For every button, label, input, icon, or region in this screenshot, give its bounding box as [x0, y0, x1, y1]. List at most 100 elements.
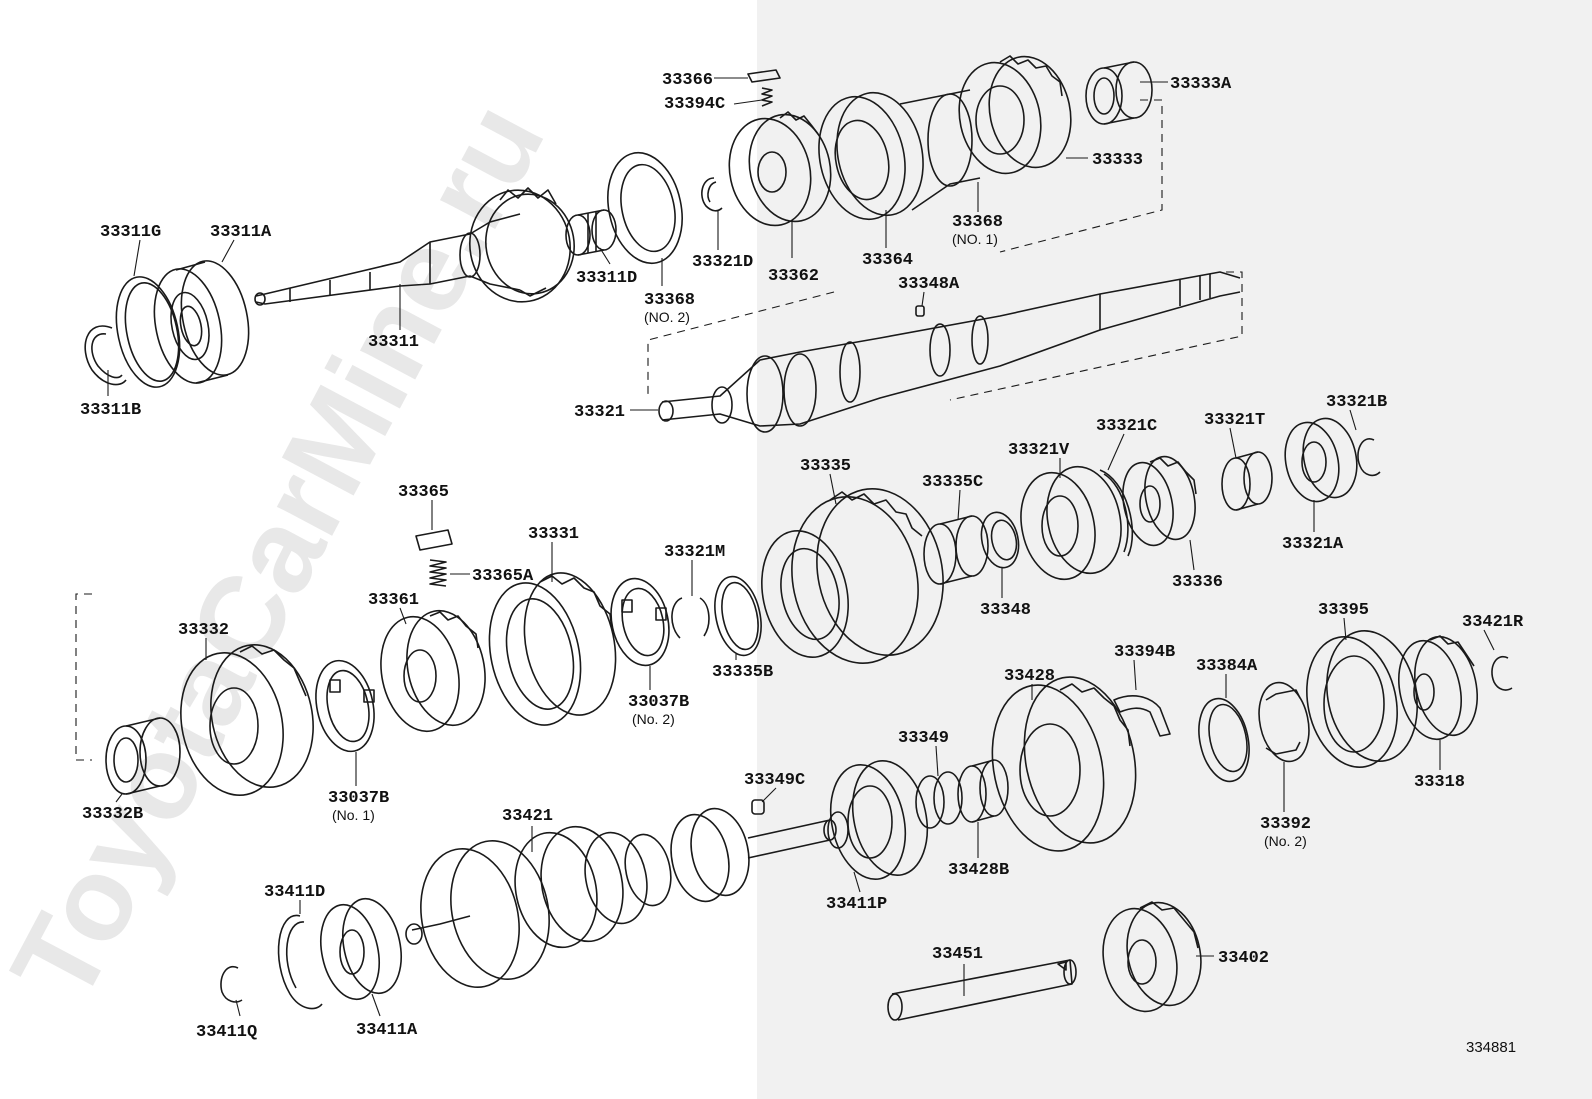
label-33394B: 33394B [1114, 643, 1175, 662]
part-33321B-snap-ring[interactable] [1357, 438, 1381, 477]
label-33395: 33395 [1318, 601, 1369, 620]
part-33349C-ball[interactable] [751, 799, 765, 815]
part-33321M-snap-ring[interactable] [671, 597, 710, 639]
label-33392-sub: (No. 2) [1264, 833, 1307, 849]
label-33384A: 33384A [1196, 657, 1258, 676]
part-33037B-no1-synchro-ring[interactable] [308, 655, 382, 757]
label-33365A: 33365A [472, 567, 534, 586]
part-33428B-needle-bearing[interactable] [915, 759, 1009, 829]
label-33411P: 33411P [826, 895, 887, 914]
part-33321C-snap-ring[interactable] [1099, 469, 1134, 557]
label-33348A: 33348A [898, 275, 960, 294]
label-33348: 33348 [980, 601, 1031, 620]
part-33421R-snap-ring[interactable] [1491, 655, 1513, 691]
label-33336: 33336 [1172, 573, 1223, 592]
part-33335-gear[interactable] [751, 477, 958, 675]
label-33311A: 33311A [210, 223, 272, 242]
label-33428: 33428 [1004, 667, 1055, 686]
part-33321T-spacer[interactable] [1221, 451, 1273, 511]
part-33321-output-shaft[interactable] [658, 271, 1241, 433]
label-33365: 33365 [398, 483, 449, 502]
label-33368-no2: 33368 [644, 291, 695, 310]
part-33348A-ball[interactable] [915, 305, 925, 317]
part-33333-gear[interactable] [949, 49, 1081, 181]
part-33311G-ring[interactable] [107, 271, 189, 393]
label-33411Q: 33411Q [196, 1023, 257, 1042]
label-33311G: 33311G [100, 223, 161, 242]
label-33321B: 33321B [1326, 393, 1387, 412]
label-33037B-no1: 33037B [328, 789, 389, 808]
label-33366: 33366 [662, 71, 713, 90]
part-33365-shifting-key[interactable] [415, 529, 453, 551]
label-33311: 33311 [368, 333, 419, 352]
label-33402: 33402 [1218, 949, 1269, 968]
label-33349C: 33349C [744, 771, 805, 790]
part-33321D-snap-ring[interactable] [701, 177, 723, 212]
label-33428B: 33428B [948, 861, 1009, 880]
part-labels: 33366 33394C 33333A 33333 33368 (NO. 1) … [80, 71, 1524, 1056]
label-33411D: 33411D [264, 883, 325, 902]
label-33335B: 33335B [712, 663, 773, 682]
part-33318-clutch-hub[interactable] [1390, 631, 1485, 745]
leader-lines [107, 77, 1495, 1017]
label-33421R: 33421R [1462, 613, 1524, 632]
part-33361-clutch-hub[interactable] [371, 603, 495, 738]
part-33394C-spring[interactable] [761, 87, 773, 107]
part-33311B-snap-ring[interactable] [84, 325, 127, 386]
part-33411P-bearing[interactable] [827, 811, 849, 849]
part-33336-gear[interactable] [1116, 452, 1202, 550]
part-33411Q-snap-ring[interactable] [220, 965, 243, 1003]
part-33366-shifting-key[interactable] [747, 69, 781, 83]
label-33037B-no2-sub: (No. 2) [632, 711, 675, 727]
part-33333A-needle-bearing[interactable] [1085, 61, 1153, 125]
part-33362-clutch-hub[interactable] [720, 107, 841, 233]
label-33368-no1-sub: (NO. 1) [952, 231, 998, 247]
part-33451-reverse-idler-shaft[interactable] [887, 959, 1077, 1021]
part-33332B-needle-bearing[interactable] [105, 717, 181, 795]
part-33411A-bearing[interactable] [313, 893, 410, 1005]
part-33421-counter-gear[interactable] [405, 803, 837, 996]
label-33368-no2-sub: (NO. 2) [644, 309, 690, 325]
part-33311-input-shaft[interactable] [254, 182, 582, 310]
part-33348-spacer[interactable] [977, 509, 1024, 571]
part-33364-hub-sleeve[interactable] [808, 85, 981, 228]
label-33321: 33321 [574, 403, 625, 422]
part-33321V-bearing[interactable] [1012, 460, 1131, 587]
part-33321A-bearing[interactable] [1278, 413, 1363, 506]
part-33395-hub-sleeve[interactable] [1295, 622, 1429, 775]
part-33392-no2-shifting-key-retainer[interactable] [1252, 678, 1316, 766]
part-33411D-snap-ring[interactable] [277, 914, 323, 1010]
label-33333A: 33333A [1170, 75, 1232, 94]
label-33451: 33451 [932, 945, 983, 964]
label-33332: 33332 [178, 621, 229, 640]
label-33318: 33318 [1414, 773, 1465, 792]
part-33331-hub-sleeve[interactable] [477, 564, 628, 733]
right-shaded-panel [757, 0, 1592, 1099]
part-33349-bearing[interactable] [821, 754, 938, 886]
label-33349: 33349 [898, 729, 949, 748]
part-33335C-needle-bearing[interactable] [923, 515, 989, 585]
watermark-text: ToyotaCarMine.ru [0, 82, 570, 1022]
part-33365A-spring[interactable] [429, 559, 447, 587]
label-33321D: 33321D [692, 253, 753, 272]
part-33332-gear[interactable] [168, 635, 326, 805]
part-33037B-no2-synchro-ring[interactable] [603, 573, 676, 671]
part-33311A-bearing[interactable] [145, 255, 259, 390]
label-33361: 33361 [368, 591, 419, 610]
label-33392: 33392 [1260, 815, 1311, 834]
part-33384A-synchro-ring[interactable] [1192, 694, 1256, 786]
label-33333: 33333 [1092, 151, 1143, 170]
label-33321V: 33321V [1008, 441, 1070, 460]
part-33394B-spring-plate[interactable] [1113, 695, 1171, 737]
part-33368-no2-synchro-ring[interactable] [598, 146, 692, 271]
label-33321A: 33321A [1282, 535, 1344, 554]
part-33335B-ring[interactable] [708, 572, 768, 659]
label-33332B: 33332B [82, 805, 143, 824]
part-33428-gear[interactable] [978, 667, 1151, 862]
label-33335C: 33335C [922, 473, 983, 492]
label-33311B: 33311B [80, 401, 141, 420]
label-33364: 33364 [862, 251, 913, 270]
part-33402-reverse-idler-gear[interactable] [1094, 896, 1210, 1019]
part-33311D-needle-bearing[interactable] [565, 209, 617, 256]
